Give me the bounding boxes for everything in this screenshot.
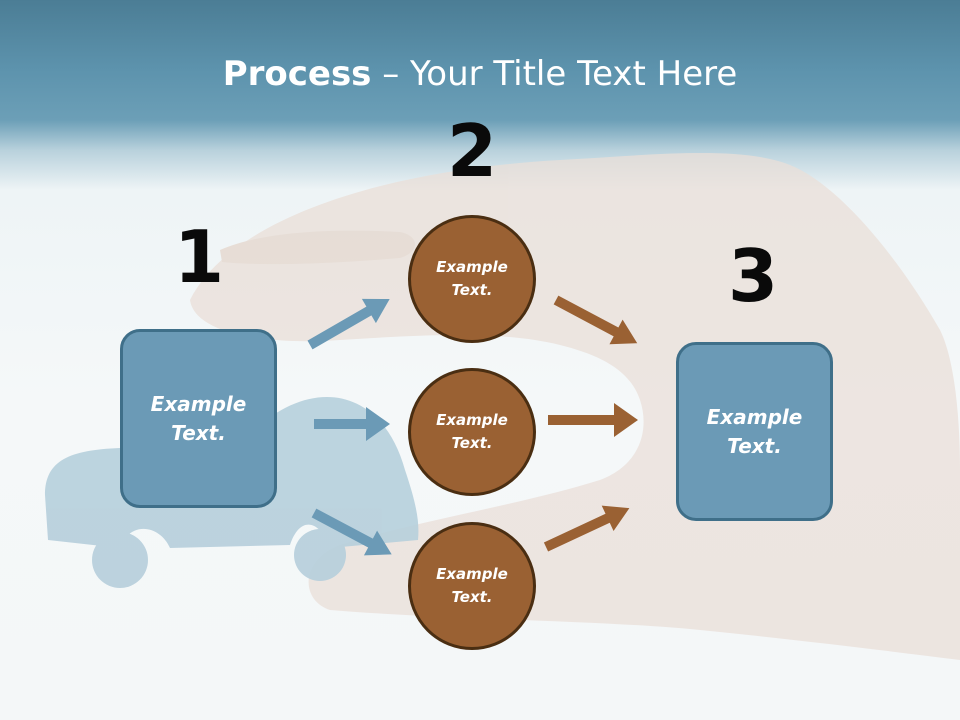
- circle-2-label: Example Text.: [436, 411, 508, 452]
- arrow-circle1-to-box3: [553, 295, 638, 345]
- step-number-1: 1: [173, 215, 225, 299]
- title-rest: – Your Title Text Here: [371, 54, 738, 94]
- step-number-2: 2: [446, 109, 498, 193]
- circle-3: Example Text.: [408, 522, 536, 650]
- circle-2: Example Text.: [408, 368, 536, 496]
- arrow-circle3-to-box3: [543, 505, 630, 552]
- step-3-box-label: Example Text.: [706, 404, 803, 458]
- slide-title: Process – Your Title Text Here: [0, 50, 960, 98]
- blue-arrows: [307, 298, 392, 556]
- arrow-circle2-to-box3: [548, 403, 638, 437]
- circle-1-label: Example Text.: [436, 258, 508, 299]
- arrow-box1-to-circle2: [314, 407, 390, 441]
- title-bold: Process: [222, 54, 372, 94]
- step-1-box-label: Example Text.: [150, 391, 247, 445]
- arrow-box1-to-circle1: [307, 298, 390, 350]
- brown-arrows: [543, 295, 638, 552]
- step-3-box: Example Text.: [676, 342, 833, 521]
- circle-1: Example Text.: [408, 215, 536, 343]
- step-1-box: Example Text.: [120, 329, 277, 508]
- circle-3-label: Example Text.: [436, 565, 508, 606]
- arrow-box1-to-circle3: [311, 508, 392, 556]
- step-number-3: 3: [727, 234, 779, 318]
